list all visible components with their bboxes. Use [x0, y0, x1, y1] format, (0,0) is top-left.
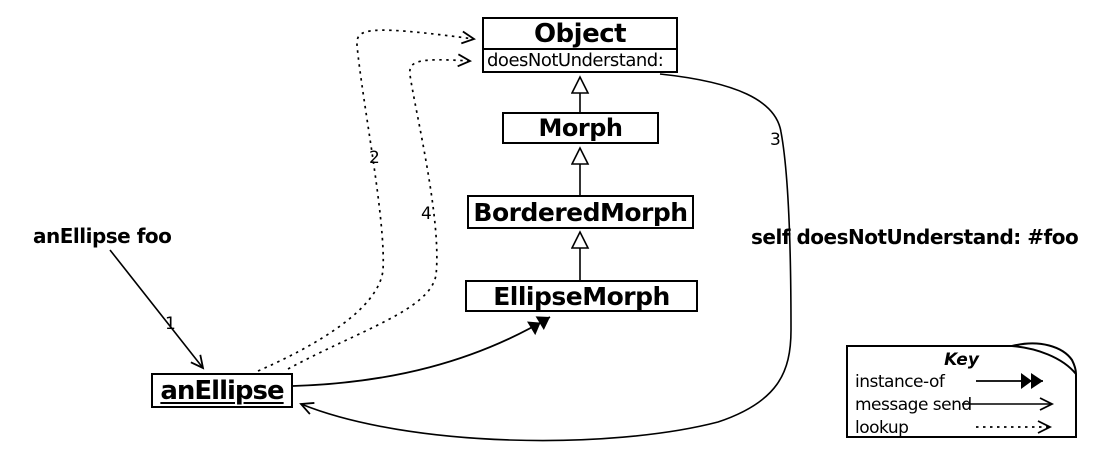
- class-name-object: Object: [484, 19, 676, 50]
- key-title: Key: [944, 350, 979, 370]
- instance-of-arrow: [292, 316, 551, 387]
- step-label-2: 2: [369, 148, 380, 168]
- label-send-expression: anEllipse foo: [33, 224, 172, 248]
- class-box-borderedmorph: BorderedMorph: [467, 195, 694, 229]
- lookup-arrow-2: [257, 29, 476, 372]
- class-box-morph: Morph: [502, 112, 659, 144]
- class-box-object: Object doesNotUnderstand:: [482, 17, 678, 73]
- label-dnu-expression: self doesNotUnderstand: #foo: [751, 225, 1079, 249]
- step-label-4: 4: [421, 204, 432, 224]
- key-row-lookup: lookup: [855, 417, 909, 438]
- key-row-message-send: message send: [855, 394, 972, 415]
- method-doesnotunderstand: doesNotUnderstand:: [487, 50, 664, 71]
- class-box-ellipsemorph: EllipseMorph: [465, 280, 698, 312]
- message-send-arrow-1: [109, 249, 205, 370]
- key-row-instance-of: instance-of: [855, 371, 945, 392]
- step-label-3: 3: [770, 130, 781, 150]
- step-label-1: 1: [165, 314, 176, 334]
- lookup-arrow-4: [287, 53, 473, 370]
- instance-box-anellipse: anEllipse: [151, 373, 293, 408]
